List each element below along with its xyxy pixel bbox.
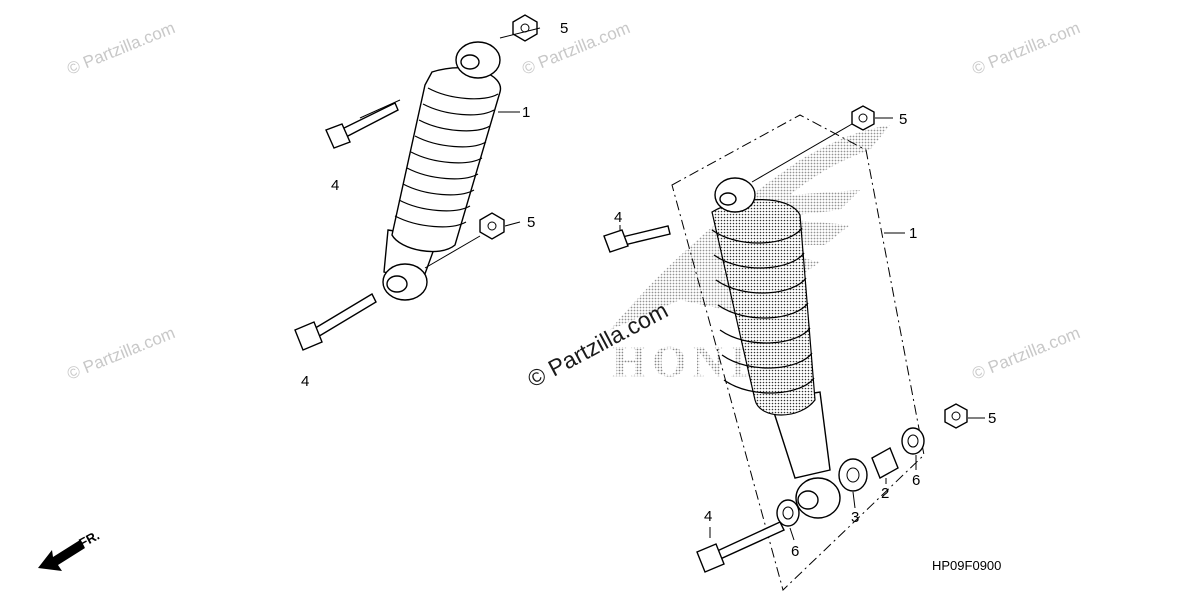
callout-right-4-top: 4	[614, 209, 622, 226]
callout-right-4-bottom: 4	[704, 508, 712, 525]
callout-left-1: 1	[522, 104, 530, 121]
callout-right-1: 1	[909, 225, 917, 242]
left-top-bolt	[325, 102, 399, 149]
callout-left-5-top: 5	[560, 20, 568, 37]
right-top-nut	[851, 105, 875, 131]
watermark-group: © Partzilla.com © Partzilla.com © Partzi…	[64, 18, 1082, 384]
right-spring	[711, 227, 815, 394]
right-bottom-bolt	[696, 521, 785, 573]
front-direction-indicator: FR.	[38, 528, 102, 571]
callout-right-5-bottom: 5	[988, 410, 996, 427]
callout-right-2: 2	[881, 485, 889, 502]
watermark-top-left: © Partzilla.com	[64, 18, 177, 79]
callout-left-4-bottom: 4	[301, 373, 309, 390]
diagram-code: HP09F0900	[932, 558, 1001, 573]
callout-right-6-lower: 6	[791, 543, 799, 560]
front-arrow-icon	[38, 540, 85, 571]
callout-labels: 5 1 4 5 4 5 4 1 5 6 2 3 4 6	[301, 20, 996, 560]
callout-right-6-upper: 6	[912, 472, 920, 489]
watermark-mid-right: © Partzilla.com	[969, 323, 1082, 384]
callout-right-5-top: 5	[899, 111, 907, 128]
left-shock-assembly	[294, 14, 541, 351]
right-bottom-nut	[944, 403, 968, 429]
assembly-outline	[671, 114, 925, 591]
callout-left-5-mid: 5	[527, 214, 535, 231]
left-mid-nut	[479, 212, 505, 240]
right-shock-assembly	[603, 105, 985, 573]
callout-left-4-top: 4	[331, 177, 339, 194]
collar	[871, 447, 899, 479]
callout-right-3: 3	[851, 509, 859, 526]
watermark-mid-left: © Partzilla.com	[64, 323, 177, 384]
watermark-top-right: © Partzilla.com	[969, 18, 1082, 79]
left-bottom-bolt	[294, 293, 377, 351]
left-top-nut	[512, 14, 538, 42]
right-top-bolt	[603, 225, 671, 253]
